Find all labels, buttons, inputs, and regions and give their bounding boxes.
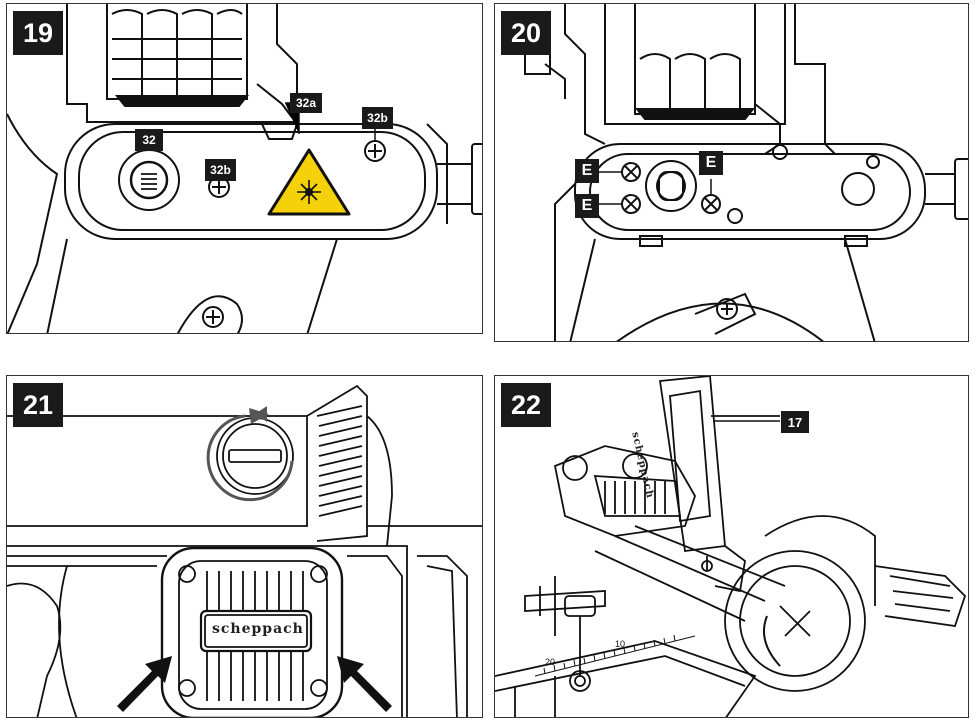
- callout-e-right: E: [699, 151, 723, 175]
- figure-20-illustration: [524, 4, 968, 341]
- figure-22-illustration: [495, 376, 967, 717]
- scale-label-10: 10: [615, 639, 626, 649]
- callout-32b-middle: 32b: [205, 159, 236, 181]
- callout-32b-top: 32b: [362, 107, 393, 129]
- scale-label-20: 20: [545, 657, 556, 667]
- figure-number: 22: [501, 383, 551, 427]
- callout-32a: 32a: [290, 93, 322, 113]
- figure-number: 20: [501, 11, 551, 55]
- callout-17: 17: [781, 411, 809, 433]
- callout-32: 32: [135, 129, 163, 151]
- figure-number: 19: [13, 11, 63, 55]
- figure-21: 21 scheppach: [6, 375, 483, 718]
- callout-e-upper-left: E: [575, 159, 599, 183]
- figure-20: 20 E E E: [494, 3, 969, 342]
- figure-21-illustration: [7, 384, 482, 717]
- figure-number: 21: [13, 383, 63, 427]
- figure-19: 19 32 32a 32b 32b: [6, 3, 483, 334]
- brand-logo: scheppach: [212, 621, 304, 637]
- laser-warning-icon: [267, 148, 351, 216]
- figure-19-illustration: [7, 4, 482, 333]
- figure-22: 22 17 scheppach 20 10: [494, 375, 969, 718]
- callout-e-lower-left: E: [575, 194, 599, 218]
